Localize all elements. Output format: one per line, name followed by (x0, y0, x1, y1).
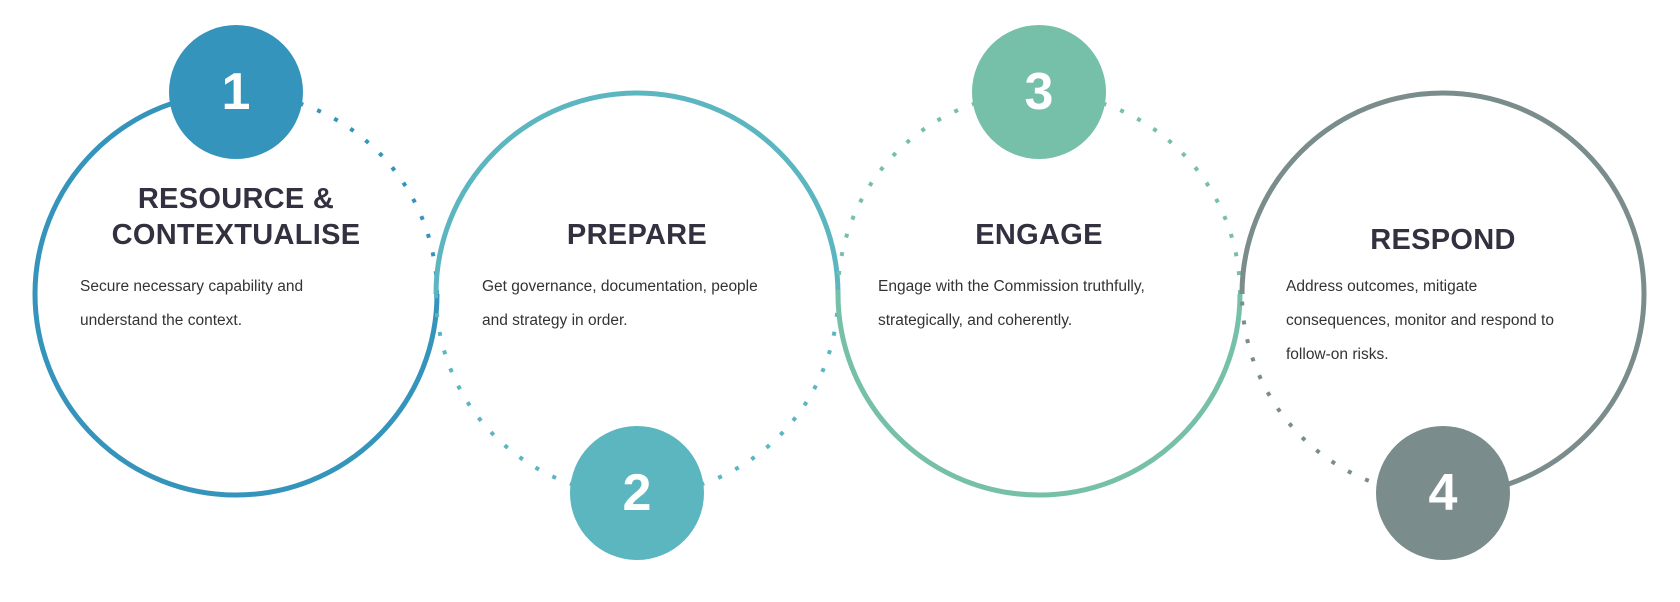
step3-ring-solid (835, 293, 1243, 498)
step2-ring-solid (433, 90, 841, 295)
step1-title-line: RESOURCE & (137, 183, 335, 215)
step3-title: ENGAGE (975, 219, 1103, 251)
step4-number: 4 (1428, 464, 1458, 522)
description-line: Engage with the Commission truthfully, (878, 278, 1145, 295)
step2-badge (570, 426, 704, 560)
step1-badge (169, 25, 303, 159)
step3-badge (972, 25, 1106, 159)
step1-title: RESOURCE & CONTEXTUALISE (86, 181, 386, 253)
step3-ring-dotted (836, 91, 1242, 295)
description-line: Address outcomes, mitigate (1286, 278, 1478, 295)
step1-description: Secure necessary capability and understa… (80, 270, 303, 338)
description-line: and strategy in order. (482, 312, 628, 329)
description-line: Secure necessary capability and (80, 278, 304, 295)
step1-number: 1 (221, 63, 251, 121)
description-line: strategically, and coherently. (878, 312, 1073, 329)
step1-title-line: CONTEXTUALISE (111, 219, 361, 251)
description-line: Get governance, documentation, people (482, 278, 758, 295)
step4-description: Address outcomes, mitigate consequences,… (1286, 270, 1554, 372)
step2-number: 2 (622, 464, 652, 522)
step2-description: Get governance, documentation, people an… (482, 270, 758, 338)
step4-ring-solid (1239, 90, 1647, 498)
step3-description: Engage with the Commission truthfully, s… (878, 270, 1145, 338)
step2-ring-dotted (434, 293, 840, 497)
description-line: follow-on risks. (1286, 346, 1389, 363)
description-line: understand the context. (80, 312, 243, 329)
step3-number: 3 (1024, 63, 1054, 121)
step2-title: PREPARE (566, 219, 708, 251)
step1-ring-solid (32, 90, 440, 498)
step4-badge (1376, 426, 1510, 560)
step4-title: RESPOND (1370, 224, 1516, 256)
description-line: consequences, monitor and respond to (1286, 312, 1554, 329)
